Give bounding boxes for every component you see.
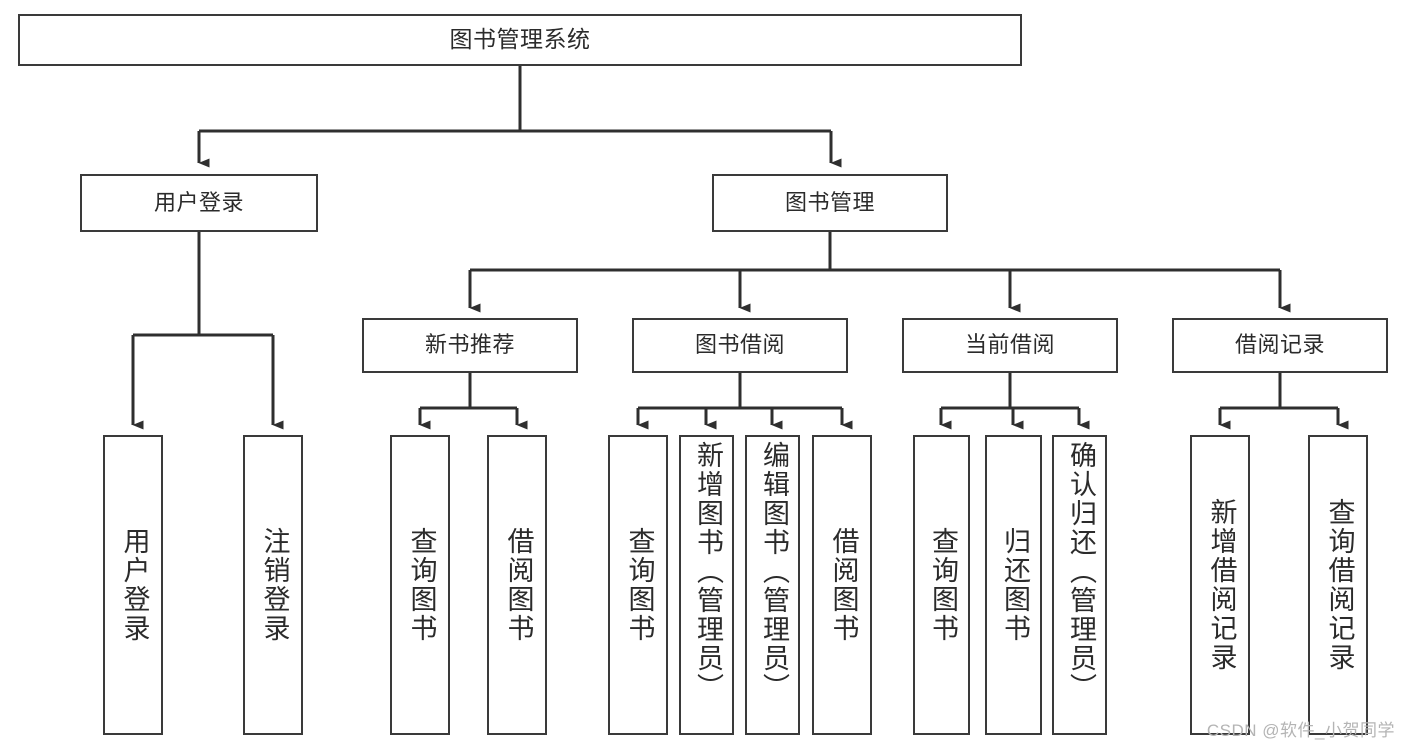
node-leaf-query-book-rec[interactable]: 查询图书	[390, 435, 450, 735]
node-leaf-edit-book[interactable]: 编辑图书（管理员）	[745, 435, 800, 735]
node-book-borrow[interactable]: 图书借阅	[632, 318, 848, 373]
node-user-login-label: 用户登录	[153, 189, 244, 215]
node-leaf-borrow-book[interactable]: 借阅图书	[812, 435, 872, 735]
node-leaf-user-logout-label: 注销登录	[259, 527, 290, 643]
node-leaf-borrow-book-rec-label: 借阅图书	[503, 527, 534, 643]
node-leaf-edit-book-label: 编辑图书（管理员）	[759, 441, 789, 702]
node-leaf-user-logout[interactable]: 注销登录	[243, 435, 303, 735]
node-leaf-user-login-label: 用户登录	[119, 527, 150, 643]
node-new-book-rec-label: 新书推荐	[424, 332, 515, 358]
node-leaf-add-book-label: 新增图书（管理员）	[693, 441, 723, 702]
node-book-borrow-label: 图书借阅	[694, 332, 785, 358]
node-leaf-return-book[interactable]: 归还图书	[985, 435, 1042, 735]
node-leaf-confirm-return-label: 确认归还（管理员）	[1066, 441, 1096, 702]
node-user-login[interactable]: 用户登录	[80, 174, 318, 232]
node-leaf-query-book-rec-label: 查询图书	[406, 527, 437, 643]
node-leaf-query-book-borrow[interactable]: 查询图书	[608, 435, 668, 735]
node-leaf-add-record[interactable]: 新增借阅记录	[1190, 435, 1250, 735]
node-leaf-query-record-label: 查询借阅记录	[1324, 498, 1355, 672]
node-leaf-query-book-borrow-label: 查询图书	[624, 527, 655, 643]
node-leaf-user-login[interactable]: 用户登录	[103, 435, 163, 735]
node-leaf-add-book[interactable]: 新增图书（管理员）	[679, 435, 734, 735]
node-leaf-borrow-book-label: 借阅图书	[828, 527, 859, 643]
node-book-manage-label: 图书管理	[784, 189, 875, 215]
node-book-manage[interactable]: 图书管理	[712, 174, 948, 232]
node-leaf-borrow-book-rec[interactable]: 借阅图书	[487, 435, 547, 735]
node-leaf-query-record[interactable]: 查询借阅记录	[1308, 435, 1368, 735]
node-borrow-record-label: 借阅记录	[1234, 332, 1325, 358]
node-leaf-query-book-cur[interactable]: 查询图书	[913, 435, 970, 735]
node-current-borrow[interactable]: 当前借阅	[902, 318, 1118, 373]
node-root-label: 图书管理系统	[449, 26, 591, 53]
node-leaf-add-record-label: 新增借阅记录	[1206, 498, 1237, 672]
node-leaf-confirm-return[interactable]: 确认归还（管理员）	[1052, 435, 1107, 735]
node-root[interactable]: 图书管理系统	[18, 14, 1022, 66]
node-leaf-return-book-label: 归还图书	[1000, 527, 1030, 643]
node-new-book-rec[interactable]: 新书推荐	[362, 318, 578, 373]
node-current-borrow-label: 当前借阅	[964, 332, 1055, 358]
node-borrow-record[interactable]: 借阅记录	[1172, 318, 1388, 373]
node-leaf-query-book-cur-label: 查询图书	[928, 527, 958, 643]
